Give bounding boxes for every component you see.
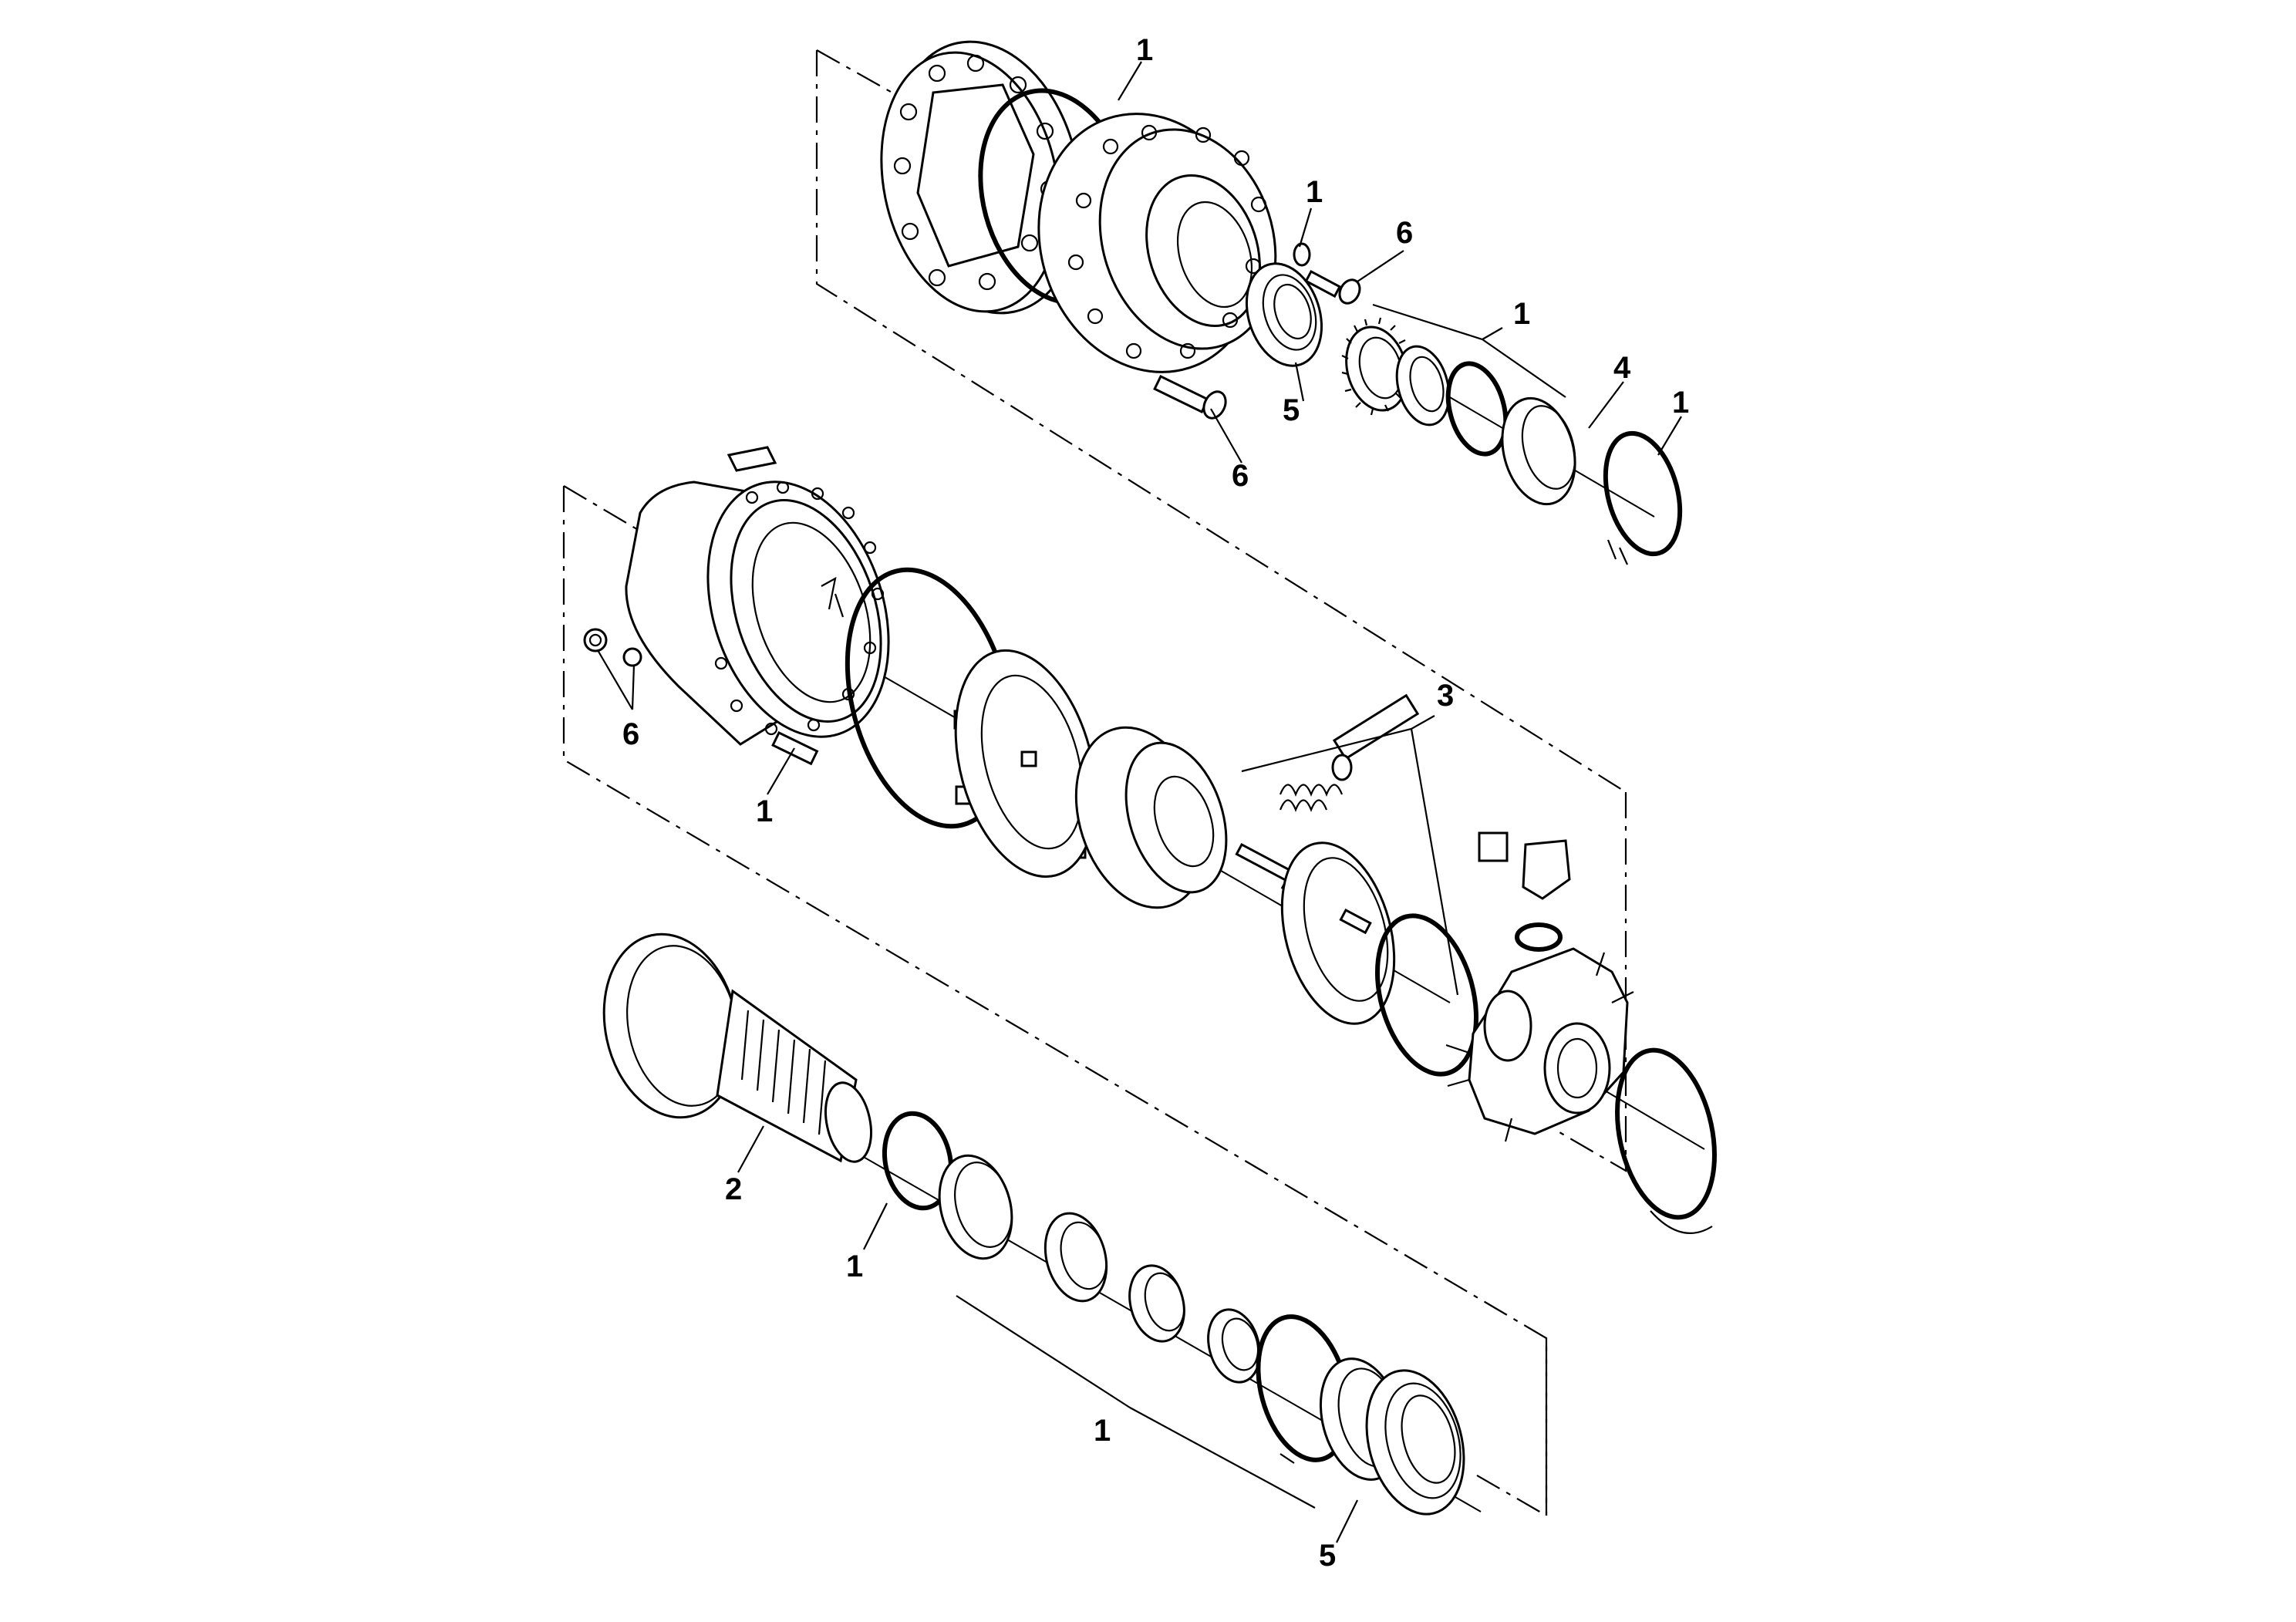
callout-6-upper-screw: 6 — [1396, 216, 1413, 250]
callout-2-wheel-shaft: 2 — [725, 1172, 742, 1206]
lower-spring-set — [1043, 1212, 1261, 1384]
ring-nut — [1395, 345, 1451, 427]
spacer-sleeve — [938, 1154, 1013, 1260]
wheel-shaft — [602, 932, 872, 1163]
tone-ring — [1341, 317, 1411, 416]
hub-stud — [1153, 374, 1227, 420]
upper-bearing — [1245, 262, 1323, 367]
flange-plate — [880, 40, 1082, 315]
upper-assembly — [880, 40, 1683, 565]
spring-kit-3 — [1279, 693, 1420, 812]
callout-1-ring-kit: 1 — [1513, 297, 1530, 331]
hub — [1037, 113, 1277, 373]
middle-circlip — [1615, 1047, 1717, 1234]
callout-6-hub-stud: 6 — [1232, 459, 1249, 493]
callout-1-lower-o-ring: 1 — [846, 1249, 863, 1283]
housing — [625, 446, 890, 746]
callout-1-small-washer: 1 — [1306, 175, 1323, 209]
lower-assembly — [602, 932, 1482, 1516]
small-washer — [1293, 242, 1311, 267]
housing-label-tag — [727, 446, 777, 472]
callout-5-lower-bearing: 5 — [1319, 1539, 1336, 1573]
middle-assembly — [583, 446, 1717, 1234]
piston — [1074, 726, 1228, 909]
callout-1-upper-circlip: 1 — [1672, 386, 1689, 420]
small-o-ring — [1445, 361, 1509, 457]
callout-1-housing-stud: 1 — [756, 794, 773, 828]
callout-5-upper-bearing: 5 — [1283, 393, 1300, 427]
housing-stud — [771, 730, 819, 766]
callout-numbers: 1 1 6 1 4 1 5 6 3 6 1 2 1 1 5 — [622, 33, 1689, 1573]
seal-4 — [1501, 396, 1576, 506]
upper-screw — [1304, 269, 1361, 305]
callout-1-lower-kit: 1 — [1094, 1414, 1111, 1448]
carrier-small-parts — [1478, 831, 1571, 952]
leader-lines — [597, 61, 1682, 1543]
lower-bearing — [1365, 1369, 1465, 1516]
upper-circlip — [1603, 430, 1683, 565]
callout-6-housing-screws: 6 — [622, 717, 639, 751]
middle-right-o-ring — [1374, 913, 1479, 1077]
callout-3-spring-kit: 3 — [1437, 679, 1454, 713]
callout-1-upper-o-ring: 1 — [1136, 33, 1153, 67]
lower-group-outline — [1472, 1338, 1548, 1517]
planet-carrier — [1445, 947, 1634, 1142]
lower-small-o-ring — [882, 1111, 954, 1211]
retainer-plate — [1280, 841, 1396, 1025]
callout-4-seal: 4 — [1613, 351, 1631, 385]
housing-screws — [583, 628, 642, 667]
